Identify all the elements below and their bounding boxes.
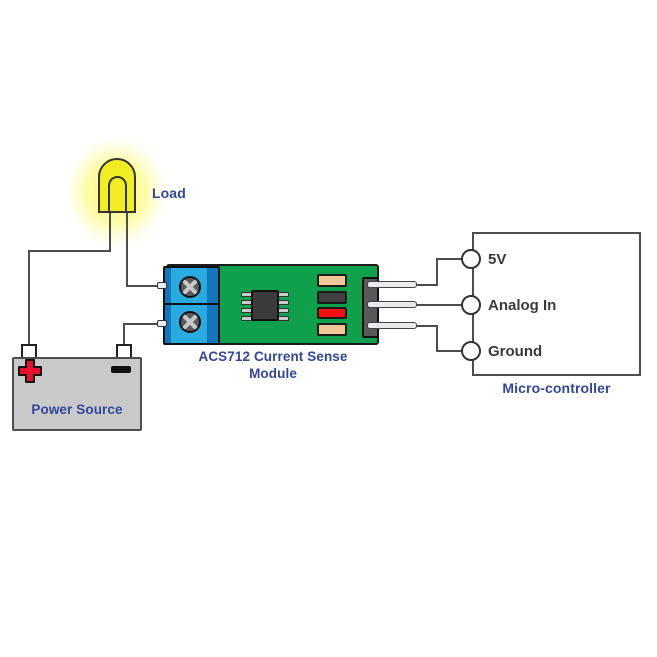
wire-vcc-pin-horizontal2 — [436, 258, 463, 260]
terminal-block-right-strip — [207, 268, 218, 343]
terminal-wire-stub-top — [157, 282, 167, 289]
pin-node-ground — [461, 341, 481, 361]
red-component — [317, 307, 347, 319]
ic-pin — [278, 316, 289, 321]
terminal-block-left-strip — [165, 268, 171, 343]
capacitor-component — [317, 323, 347, 336]
module-label-line1: ACS712 Current Sense — [198, 349, 348, 364]
wire-vcc-pin-horizontal1 — [416, 284, 438, 286]
wire-battery-to-module — [123, 323, 167, 325]
terminal-wire-stub-bottom — [157, 320, 167, 327]
screw-icon — [179, 276, 201, 298]
wire-ground-pin-horizontal2 — [436, 350, 463, 352]
plus-icon — [18, 359, 42, 383]
load-label: Load — [152, 185, 186, 201]
module-label-line2: Module — [249, 366, 297, 381]
microcontroller-label: Micro-controller — [502, 380, 611, 396]
power-source-label: Power Source — [31, 402, 123, 417]
capacitor-component — [317, 274, 347, 287]
ic-pin — [278, 308, 289, 313]
pin-label-ground: Ground — [488, 343, 543, 360]
pin-label-5v: 5V — [488, 251, 507, 268]
microcontroller-box — [472, 232, 641, 376]
pin-label-analog-in: Analog In — [488, 297, 557, 314]
module-pin-out — [367, 301, 417, 308]
dark-component — [317, 291, 347, 304]
screw-icon — [179, 311, 201, 333]
minus-icon — [111, 366, 131, 373]
ic-pin — [278, 300, 289, 305]
wire-led-left-lead — [109, 211, 111, 252]
wire-ground-pin-vertical — [436, 325, 438, 352]
wire-vcc-pin-vertical — [436, 258, 438, 286]
led-inner-dome — [108, 176, 127, 213]
pin-node-analog-in — [461, 295, 481, 315]
module-label: ACS712 Current Sense Module — [167, 348, 379, 382]
wire-led-right-lead — [126, 211, 128, 287]
terminal-block-divider — [165, 303, 218, 305]
module-pin-gnd — [367, 322, 417, 329]
pin-node-5v — [461, 249, 481, 269]
module-pin-vcc — [367, 281, 417, 288]
ic-pin — [278, 292, 289, 297]
wire-battery-positive-vertical — [28, 250, 30, 346]
wire-battery-negative-vertical — [123, 323, 125, 346]
wire-ground-pin-horizontal1 — [416, 325, 438, 327]
wire-led-to-module — [126, 285, 167, 287]
wire-battery-to-led-horizontal — [28, 250, 111, 252]
wire-analog-pin — [416, 304, 463, 306]
acs712-ic-chip — [251, 290, 279, 321]
